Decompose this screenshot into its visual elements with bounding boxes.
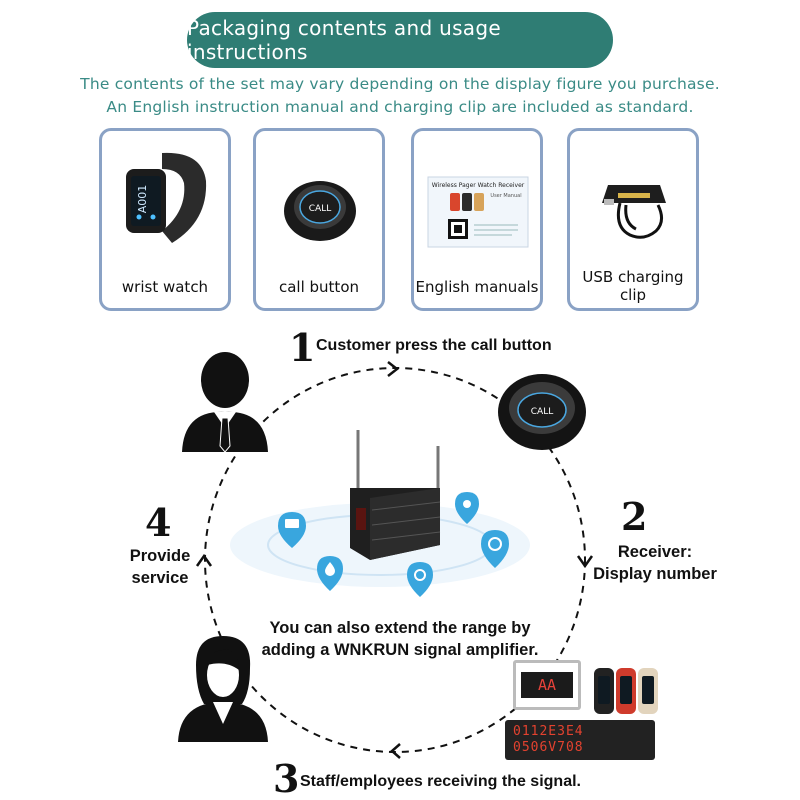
lcd-line-2: 0506V708 [513,740,584,755]
arrow-down-icon [576,555,594,569]
package-item-call-button: CALL call button [253,128,385,311]
manual-icon: Wireless Pager Watch Receiver User Manua… [427,176,529,248]
lcd-line-1: 0112E3E4 [513,724,584,739]
step-1-text: Customer press the call button [316,337,552,354]
staff-icon [178,636,268,742]
package-item-label: call button [278,278,360,296]
step-1-number: 1 [289,325,316,370]
call-button-device-text: CALL [531,407,553,417]
package-item-label: USB charging clip [582,268,684,304]
page-title: Packaging contents and usage instruction… [187,16,501,64]
watch-screen-text: A001 [136,185,149,214]
manual-title: Wireless Pager Watch Receiver [432,182,525,189]
subtitle-line-2: An English instruction manual and chargi… [106,98,694,116]
step-2-number: 2 [621,494,648,539]
amplifier-note: You can also extend the range by adding … [250,617,550,661]
package-item-wrist-watch: A001 wrist watch [99,128,231,311]
wrist-watch-icon: A001 [126,152,207,243]
call-button-device-icon: CALL [498,374,586,450]
package-item-label: wrist watch [121,278,209,296]
step-3-text: Staff/employees receiving the signal. [300,773,581,790]
location-pin-icon [407,562,433,597]
package-item-label: English manuals [415,278,539,296]
amplifier-note-line-1: You can also extend the range by [269,619,531,637]
subtitle-line-1: The contents of the set may vary dependi… [80,75,720,93]
package-item-usb-charging-clip: USB charging clip [567,128,699,311]
arrow-left-icon [390,743,401,759]
location-pin-icon [317,556,343,591]
amplifier-note-line-2: adding a WNKRUN signal amplifier. [261,641,539,659]
location-pin-icon [278,512,306,548]
package-item-english-manuals: Wireless Pager Watch Receiver User Manua… [411,128,543,311]
title-banner: Packaging contents and usage instruction… [187,12,613,68]
step-4-number: 4 [145,500,172,545]
charging-clip-icon [602,185,666,239]
call-button-text: CALL [309,204,331,214]
receiver-device-icon [230,430,530,587]
arrow-right-icon [387,361,400,377]
location-pin-icon [455,492,479,524]
lcd-display-device: 0112E3E4 0506V708 [505,720,655,760]
display-number-text: AA [521,672,573,698]
step-3-number: 3 [273,756,300,800]
location-pin-icon [481,530,509,568]
wrist-watch-group-icon [594,668,658,714]
number-display-device: AA [513,660,581,710]
arrow-up-icon [195,553,213,567]
step-4-text: Provide service [129,547,191,587]
call-button-icon: CALL [284,181,356,241]
manual-subtitle: User Manual [490,193,521,199]
step-2-text: Receiver: Display number [593,543,717,583]
customer-icon [182,352,268,453]
